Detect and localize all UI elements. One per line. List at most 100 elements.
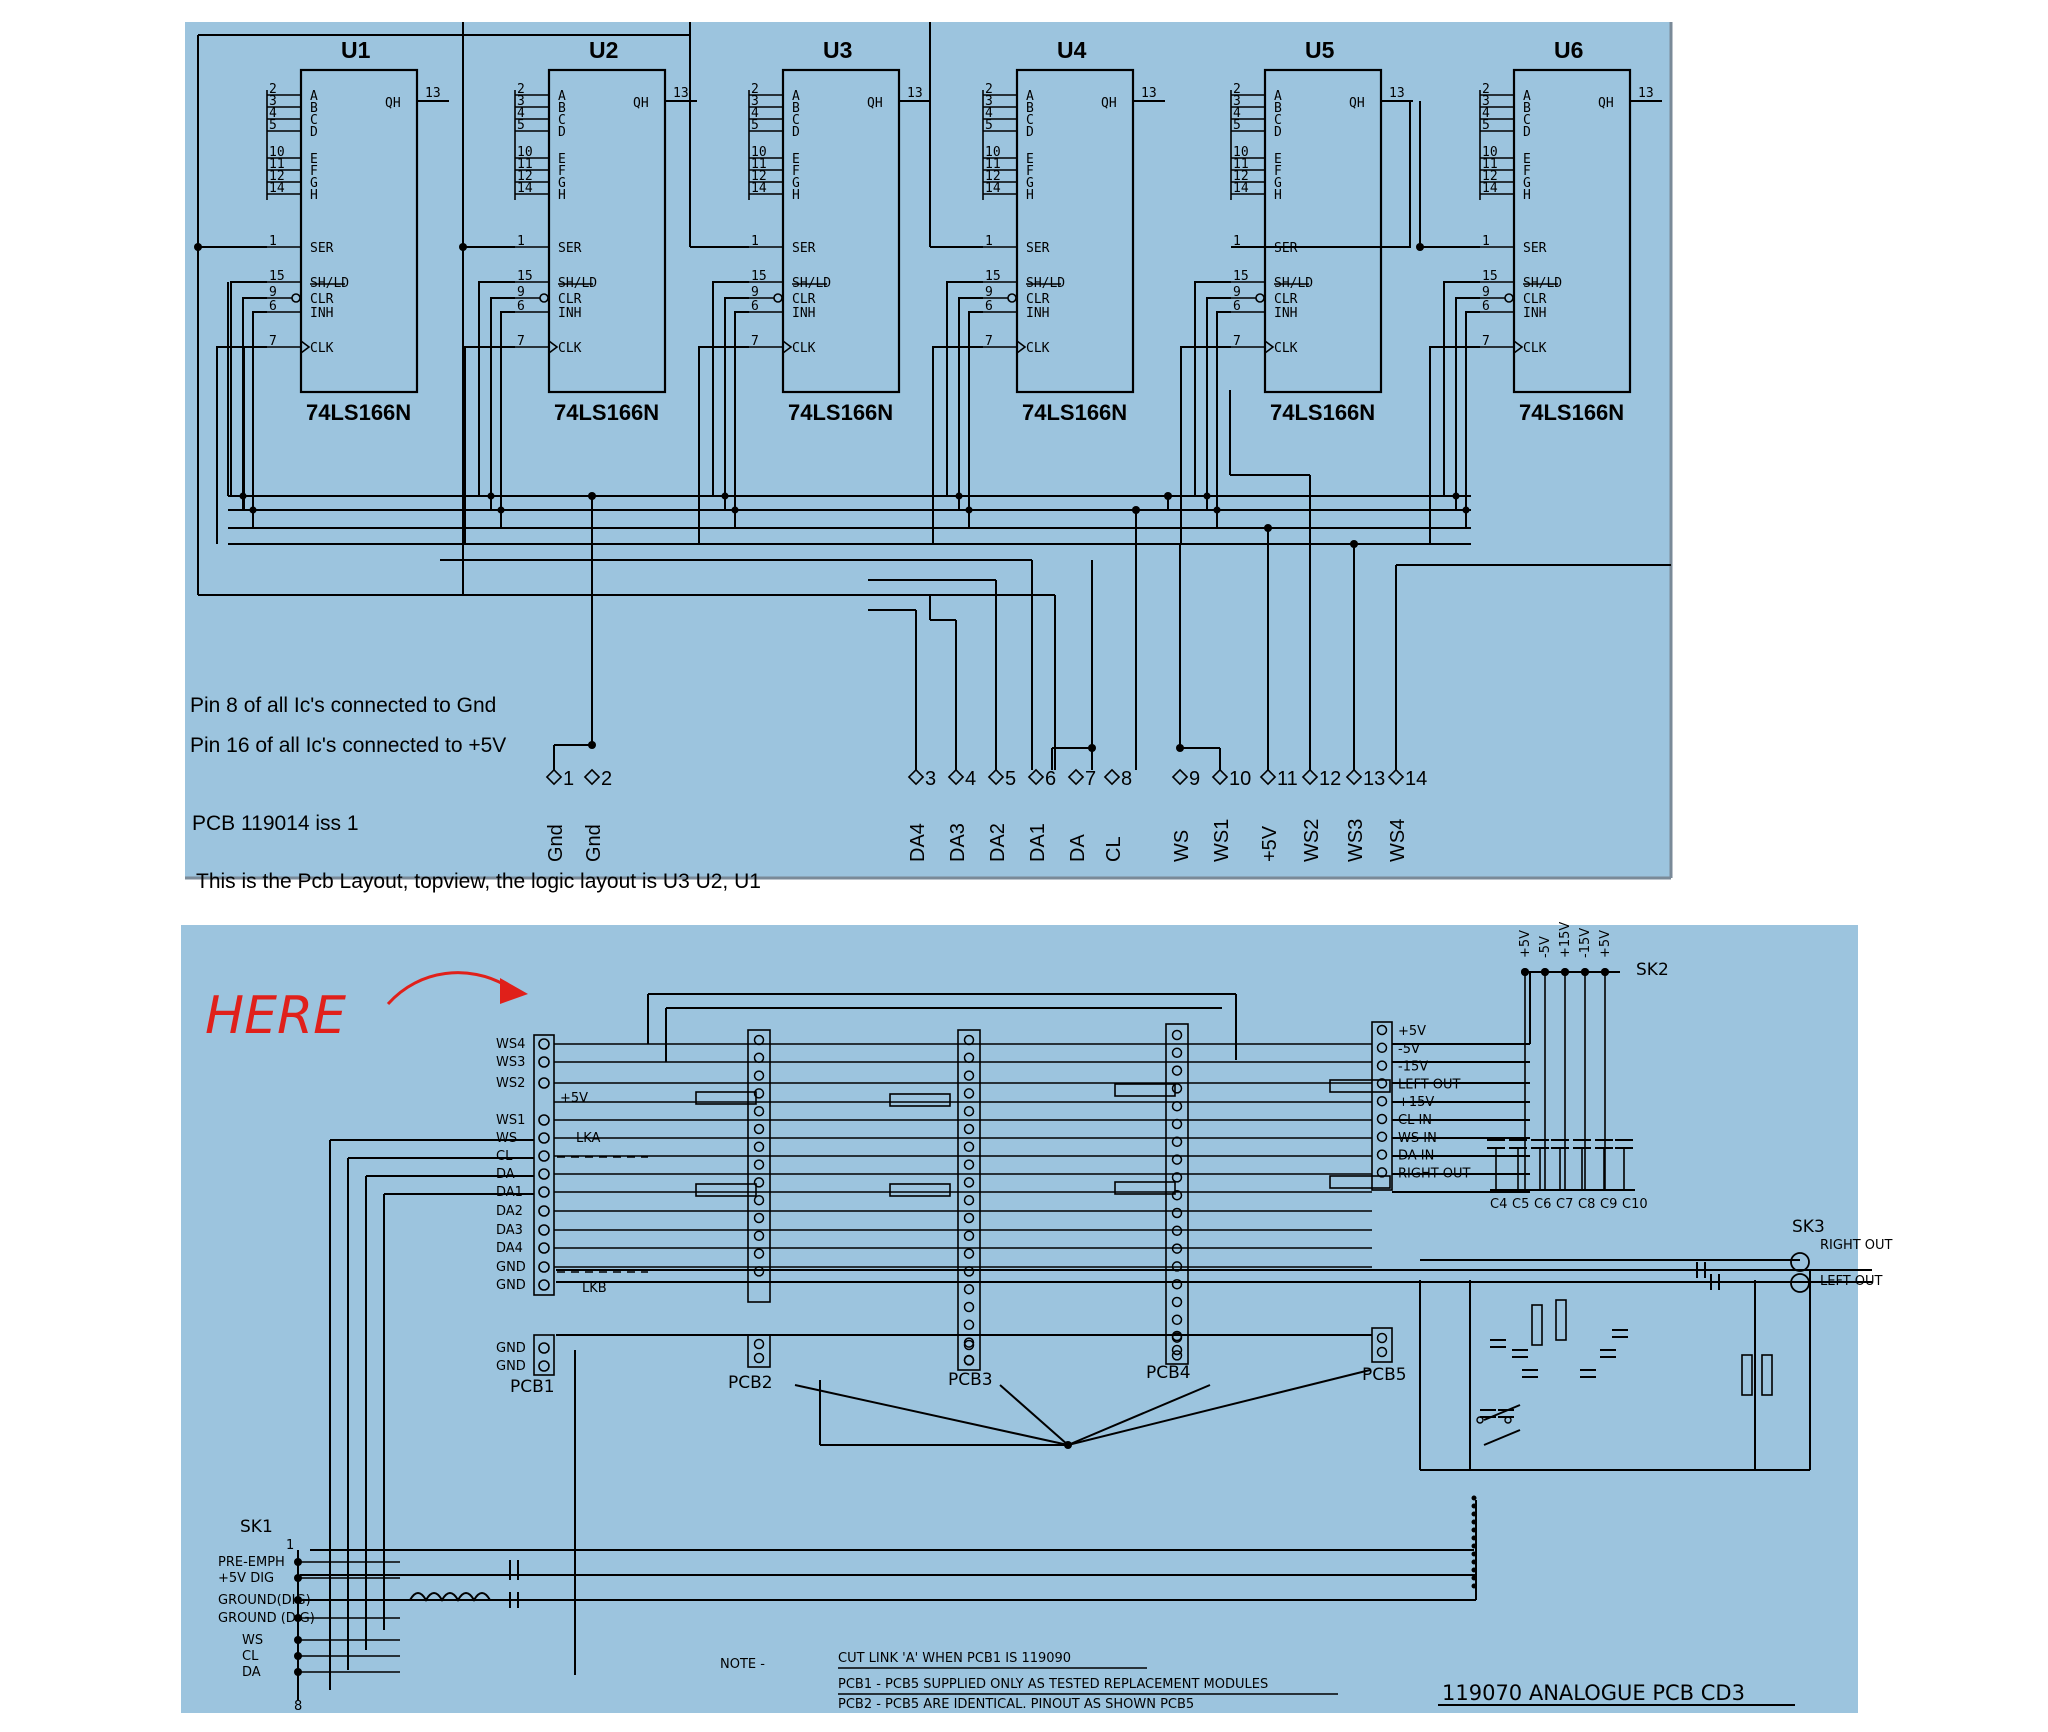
connector-pad	[1345, 768, 1363, 786]
sk2-pin-label: -5V	[1538, 936, 1553, 958]
layout-caption: This is the Pcb Layout, topview, the log…	[196, 870, 761, 893]
pin-name: E	[558, 152, 566, 167]
pin-name: SER	[1274, 241, 1298, 256]
connector-signal-label: Gnd	[545, 824, 567, 862]
resistor	[1741, 1354, 1753, 1396]
pin-name: A	[558, 89, 566, 104]
qh-pin-label: QH	[1349, 96, 1365, 111]
pin-number: 2	[517, 82, 525, 97]
pin-number: 1	[751, 234, 759, 249]
pcb1-pin	[538, 1132, 550, 1144]
pin-name: CLK	[558, 341, 582, 356]
wire	[230, 281, 267, 496]
pin-name: H	[1026, 188, 1034, 203]
pin-name: G	[1523, 176, 1531, 191]
pin-name: F	[558, 164, 566, 179]
wire	[1194, 281, 1231, 496]
pin-number: 1	[1482, 234, 1490, 249]
pin-number: 4	[985, 106, 993, 121]
module-pin	[1171, 1083, 1183, 1094]
pin-number: 9	[985, 285, 993, 300]
pin-name: CLK	[310, 341, 334, 356]
clr-inversion-bubble	[1504, 293, 1514, 303]
pin-name: H	[310, 188, 318, 203]
pin-number: 7	[517, 334, 525, 349]
junction-dot	[1132, 506, 1140, 514]
pcb1-gnd-label: GND	[496, 1359, 526, 1374]
pcb1-pin	[538, 1077, 550, 1089]
chip-part-label: 74LS166N	[306, 400, 411, 425]
sk1-pin-label: GROUND (DIG)	[218, 1611, 315, 1626]
pin-number: 7	[985, 334, 993, 349]
pin-number: 12	[269, 169, 285, 184]
relay-coil-turn	[1471, 1559, 1477, 1565]
sk1-name: SK1	[240, 1517, 273, 1537]
pin-name: F	[1274, 164, 1282, 179]
connector-signal-label: WS4	[1387, 819, 1409, 862]
chip-body	[1015, 68, 1135, 394]
pin-number: 10	[1482, 145, 1498, 160]
pin-number: 10	[751, 145, 767, 160]
connector-pin-number: 2	[601, 768, 612, 790]
pin-name: E	[792, 152, 800, 167]
module-foot-pin	[963, 1354, 975, 1366]
pin-name: H	[1274, 188, 1282, 203]
relay-coil-turn	[1471, 1583, 1477, 1589]
connector-pad	[947, 768, 965, 786]
chip-part-label: 74LS166N	[1022, 400, 1127, 425]
pin-name: E	[1274, 152, 1282, 167]
connector-pin-number: 5	[1005, 768, 1016, 790]
pcb1-pin	[538, 1114, 550, 1126]
module-pin	[963, 1070, 975, 1081]
capacitor-label: C5	[1512, 1197, 1529, 1212]
junction-dot	[731, 506, 739, 514]
clr-inversion-bubble	[1255, 293, 1265, 303]
pin-name: G	[1274, 176, 1282, 191]
module-pin	[753, 1070, 765, 1081]
junction-dot	[965, 506, 973, 514]
connector-signal-label: DA2	[987, 823, 1009, 862]
pin-name: G	[792, 176, 800, 191]
qh-pin-label: QH	[633, 96, 649, 111]
pcb1-supply-label: +5V	[560, 1091, 588, 1106]
pin-number: 9	[269, 285, 277, 300]
pin-name: SER	[1523, 241, 1547, 256]
relay-coil-turn	[1471, 1543, 1477, 1549]
clr-inversion-bubble	[291, 293, 301, 303]
module-pin	[753, 1105, 765, 1117]
analogue-panel-background	[181, 925, 1858, 1713]
connector-pad	[545, 768, 563, 786]
wire	[1067, 1384, 1211, 1446]
relay-coil-turn	[1471, 1519, 1477, 1525]
pin-name: D	[1274, 125, 1282, 140]
pin-number: 14	[1233, 181, 1249, 196]
pcb1-gnd-label: GND	[496, 1341, 526, 1356]
sk2-connector: +5V-5V+15V-15V+5V	[1518, 922, 1613, 976]
pin-name: F	[792, 164, 800, 179]
pin-number: 3	[269, 94, 277, 109]
pin-number: 1	[517, 234, 525, 249]
pin-number: 12	[517, 169, 533, 184]
pcb1-lower-strip	[533, 1334, 555, 1376]
chip-body	[299, 68, 419, 394]
connector-signal-label: CL	[1103, 836, 1125, 862]
module-pin	[1171, 1296, 1183, 1308]
pin-name: CLR	[558, 292, 582, 307]
capacitor-label: C6	[1534, 1197, 1551, 1212]
connector-pin-number: 7	[1085, 768, 1096, 790]
sk3-right-out: RIGHT OUT	[1820, 1238, 1893, 1253]
pcb1-pin	[538, 1038, 550, 1050]
connector-signal-label: WS	[1171, 830, 1193, 862]
module-pin	[1171, 1154, 1183, 1165]
chip-body	[547, 68, 667, 394]
pin-number: 3	[1482, 94, 1490, 109]
chip-part-label: 74LS166N	[554, 400, 659, 425]
pin-name: A	[792, 89, 800, 104]
note-gnd: Pin 8 of all Ic's connected to Gnd	[190, 694, 496, 717]
wire	[794, 1384, 1069, 1446]
pin-name: G	[558, 176, 566, 191]
pin-name: CLK	[792, 341, 816, 356]
